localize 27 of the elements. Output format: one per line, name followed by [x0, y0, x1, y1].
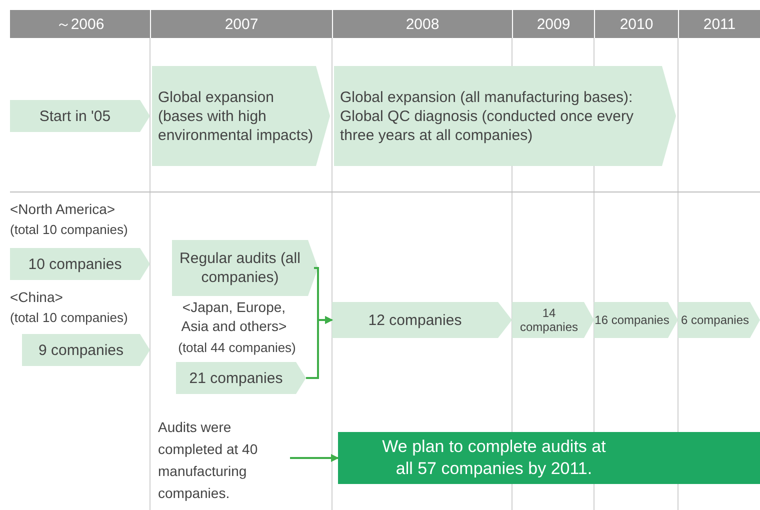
region-label: (total 44 companies) [177, 339, 297, 357]
timeline-step: 14 companies [512, 302, 594, 338]
timeline-step: Global expansion (bases with high environmental impacts) [152, 66, 330, 166]
note-text: Audits were completed at 40 manufacturing companies. [158, 416, 286, 508]
year-header: 2010 [594, 10, 678, 38]
connector-arrow [306, 316, 333, 379]
timeline-step: 9 companies [22, 334, 150, 366]
timeline-step: 12 companies [332, 302, 512, 338]
region-label: <Japan, Europe, Asia and others> [180, 298, 288, 336]
timeline-step: 10 companies [10, 248, 150, 280]
region-label: (total 10 companies) [10, 221, 129, 239]
year-header: ～2006 [10, 10, 150, 38]
year-header: 2009 [512, 10, 594, 38]
region-label: <North America> [10, 200, 116, 219]
timeline-step: 6 companies [678, 302, 760, 338]
plan-banner: We plan to complete audits at all 57 companies by 2011. [338, 432, 760, 484]
region-label: <China> [10, 288, 64, 307]
timeline-step: Global expansion (all manufacturing bases): Global QC diagnosis (conducted once every three years at all companies) [334, 66, 676, 166]
timeline-step: 21 companies [176, 362, 306, 394]
year-header: 2008 [332, 10, 512, 38]
year-header: 2007 [150, 10, 332, 38]
timeline-step: Regular audits (all companies) [172, 240, 318, 296]
region-label: (total 10 companies) [10, 309, 129, 327]
year-header: 2011 [678, 10, 760, 38]
timeline-step: Start in '05 [10, 100, 150, 132]
connector-arrow [290, 454, 339, 462]
timeline-step: 16 companies [594, 302, 678, 338]
